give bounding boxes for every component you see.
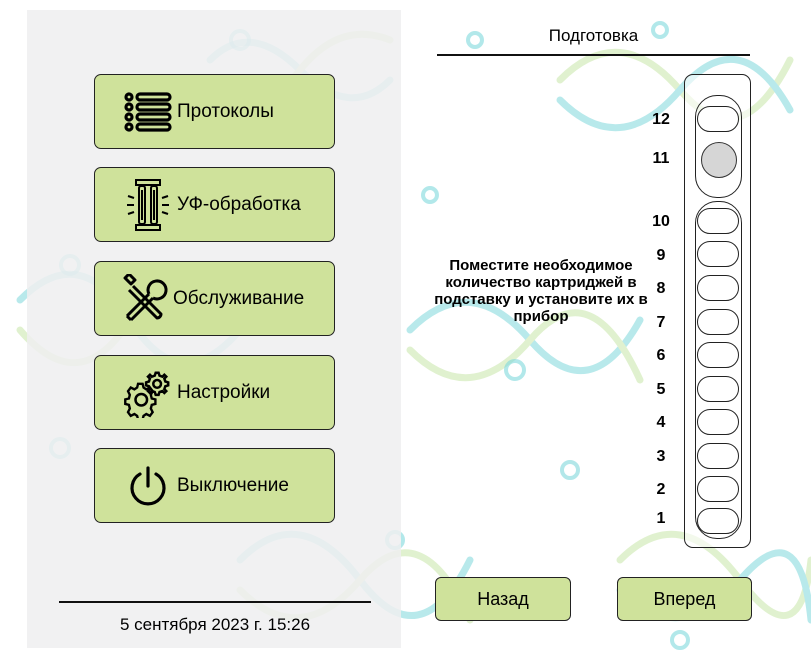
settings-label: Настройки — [177, 381, 271, 403]
slot-10[interactable] — [697, 208, 739, 234]
slot-number-10: 10 — [652, 213, 670, 230]
uv-treatment-button[interactable]: УФ-обработка — [94, 167, 335, 242]
uv-treatment-label: УФ-обработка — [177, 193, 301, 215]
slot-number-5: 5 — [656, 381, 666, 398]
slot-number-6: 6 — [656, 347, 666, 364]
slot-number-7: 7 — [656, 314, 666, 331]
slot-4[interactable] — [697, 409, 739, 435]
slot-group-lower — [695, 201, 742, 539]
slot-1[interactable] — [697, 508, 739, 534]
slot-9[interactable] — [697, 241, 739, 267]
gears-icon — [123, 368, 173, 418]
slot-2[interactable] — [697, 476, 739, 502]
slot-number-3: 3 — [656, 448, 666, 465]
status-divider — [59, 601, 371, 603]
service-button[interactable]: Обслуживание — [94, 261, 335, 336]
title-divider — [437, 54, 750, 56]
page-title: Подготовка — [548, 26, 639, 45]
shutdown-button[interactable]: Выключение — [94, 448, 335, 523]
slot-group-upper — [695, 95, 742, 198]
slot-3[interactable] — [697, 443, 739, 469]
slot-number-1: 1 — [656, 510, 666, 527]
list-icon — [123, 87, 173, 137]
slot-12[interactable] — [697, 106, 739, 132]
slot-7[interactable] — [697, 309, 739, 335]
slot-number-2: 2 — [656, 481, 666, 498]
slot-6[interactable] — [697, 342, 739, 368]
protocols-label: Протоколы — [177, 100, 274, 122]
next-button[interactable]: Вперед — [617, 577, 752, 621]
service-label: Обслуживание — [173, 287, 305, 309]
shutdown-label: Выключение — [177, 474, 289, 496]
slot-number-4: 4 — [656, 414, 666, 431]
slot-number-8: 8 — [656, 280, 666, 297]
protocols-button[interactable]: Протоколы — [94, 74, 335, 149]
instruction-text: Поместите необходимое количество картрид… — [434, 257, 648, 325]
slot-number-11: 11 — [652, 150, 670, 167]
slot-number-12: 12 — [652, 111, 670, 128]
settings-button[interactable]: Настройки — [94, 355, 335, 430]
uv-lamp-icon — [123, 178, 173, 231]
slot-8[interactable] — [697, 275, 739, 301]
slot-5[interactable] — [697, 376, 739, 402]
tools-icon — [119, 273, 169, 324]
power-icon — [123, 461, 173, 511]
back-button[interactable]: Назад — [435, 577, 571, 621]
slot-11-filled[interactable] — [701, 142, 737, 178]
datetime-display: 5 сентября 2023 г. 15:26 — [119, 615, 311, 634]
slot-number-9: 9 — [656, 247, 666, 264]
